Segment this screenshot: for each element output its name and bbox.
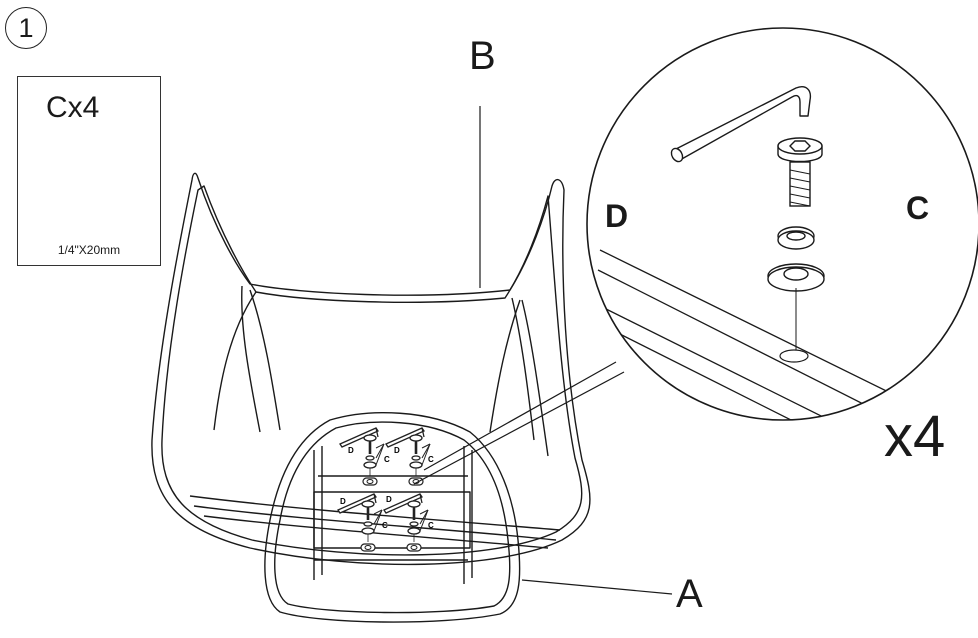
mini-label-c: C — [384, 455, 390, 464]
step-number-badge: 1 — [5, 7, 47, 49]
step-number: 1 — [18, 12, 34, 43]
flat-washer-icon — [767, 263, 825, 292]
callout-a: A — [676, 572, 703, 616]
spring-washer-icon — [777, 226, 815, 250]
hardware-box: Cx4 1/4"X20mm — [17, 76, 161, 266]
repeat-count: x4 — [884, 404, 946, 469]
zoom-detail — [586, 27, 978, 421]
mini-hardware-sets: D D D D C C C C — [336, 426, 434, 553]
mini-label-d: D — [348, 446, 354, 455]
mini-label-c: C — [428, 455, 434, 464]
callout-d: D — [605, 198, 629, 234]
chair-base-a — [264, 412, 521, 623]
mini-label-d: D — [394, 446, 400, 455]
callout-c: C — [906, 190, 930, 226]
mini-label-d: D — [386, 495, 392, 504]
hardware-size: 1/4"X20mm — [57, 243, 121, 257]
chair-frame-b — [151, 172, 591, 566]
hardware-quantity: Cx4 — [46, 91, 100, 124]
mini-label-c: C — [382, 521, 388, 530]
callout-b: B — [469, 34, 496, 78]
bolt-hole — [779, 349, 809, 363]
mini-label-d: D — [340, 497, 346, 506]
hex-bolt-icon — [777, 137, 823, 207]
mini-label-c: C — [428, 521, 434, 530]
allen-key-icon — [670, 86, 812, 163]
